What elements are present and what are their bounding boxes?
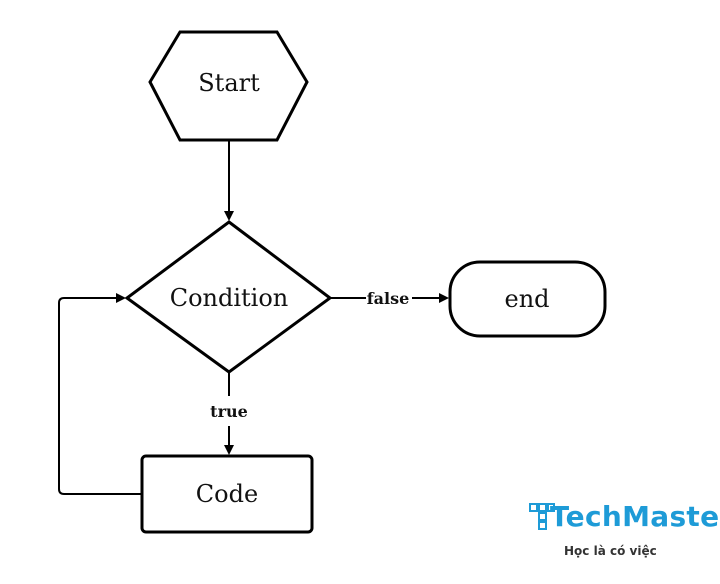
end-node: end <box>448 260 607 338</box>
true-label: true <box>210 402 248 421</box>
techmaster-logo: TechMaster Học là có việc <box>528 500 720 572</box>
condition-node: Condition <box>124 220 333 374</box>
logo-grid-icon <box>529 503 555 530</box>
logo-tagline: Học là có việc <box>564 544 657 558</box>
code-node: Code <box>140 454 314 534</box>
logo-text: TechMaster <box>550 500 720 533</box>
condition-label: Condition <box>170 284 289 312</box>
end-label: end <box>504 285 549 313</box>
code-label: Code <box>196 480 258 508</box>
false-label: false <box>367 289 410 308</box>
start-node: Start <box>148 30 309 142</box>
start-label: Start <box>198 69 260 97</box>
edge-code-condition-loop <box>58 293 142 495</box>
